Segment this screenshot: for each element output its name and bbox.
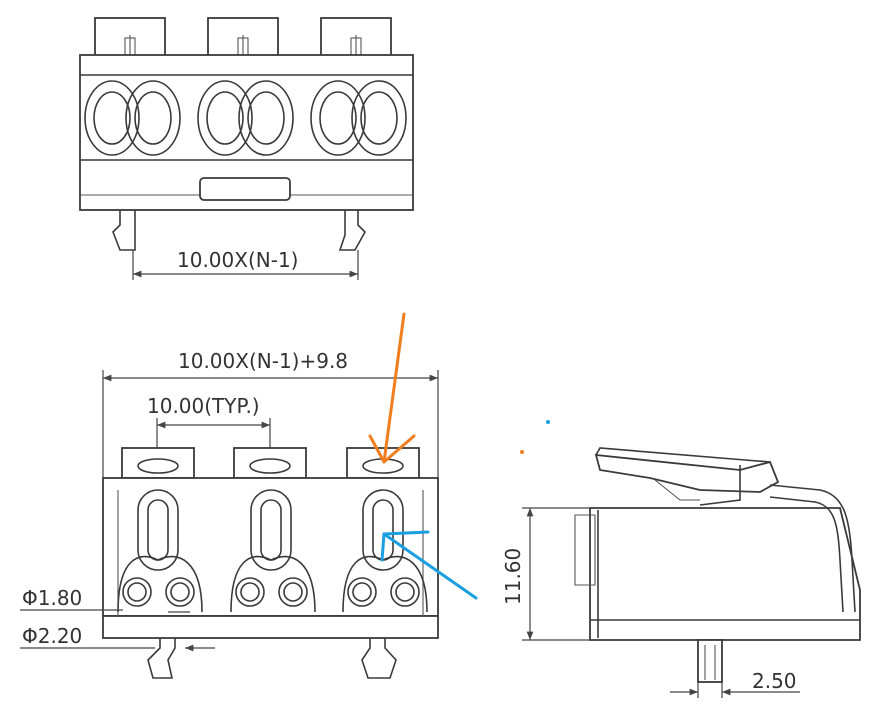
top-view-wire-holes [84, 80, 407, 156]
orange-annotation-arrow [368, 312, 524, 464]
dim-pitch-typ: 10.00(TYP.) [147, 394, 260, 418]
top-view: 10.00X(N-1) [79, 17, 414, 280]
dim-pin-offset: 2.50 [752, 669, 797, 693]
side-view: 11.60 2.50 [501, 447, 861, 698]
dim-top-pin-pitch: 10.00X(N-1) [177, 248, 298, 272]
dim-hole-large: Φ2.20 [22, 624, 82, 648]
top-view-tabs [94, 17, 392, 70]
front-view-pins [147, 638, 397, 679]
dim-overall-length: 10.00X(N-1)+9.8 [178, 349, 348, 373]
front-view-base [102, 615, 439, 639]
side-view-body [589, 507, 861, 641]
blue-annotation-arrow [380, 420, 550, 600]
front-view-body [102, 477, 439, 617]
dim-side-height: 11.60 [501, 548, 525, 605]
front-view-buttons [121, 447, 420, 479]
top-view-latch [199, 177, 291, 201]
dim-hole-small: Φ1.80 [22, 586, 82, 610]
front-view: 10.00X(N-1)+9.8 10.00(TYP.) [20, 349, 439, 679]
side-view-lever [594, 453, 780, 493]
top-view-pins [112, 210, 366, 251]
side-view-pin [697, 639, 723, 683]
